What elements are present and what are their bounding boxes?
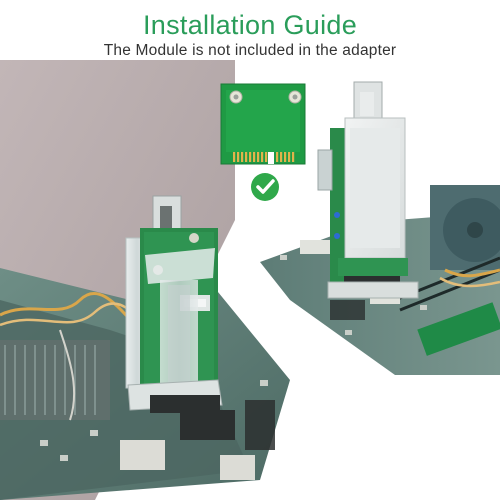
- mounting-hole-icon: [229, 90, 243, 104]
- cooling-fan: [430, 185, 500, 270]
- page-title: Installation Guide: [142, 10, 358, 40]
- right-adapter-with-module: [317, 81, 419, 299]
- heatsink: [0, 340, 110, 420]
- page-subtitle: The Module is not included in the adapte…: [103, 42, 397, 59]
- left-adapter: [125, 195, 223, 413]
- mounting-hole-icon: [288, 90, 302, 104]
- mini-pcie-module: [220, 83, 306, 165]
- checkmark-in-circle-icon: [251, 173, 279, 201]
